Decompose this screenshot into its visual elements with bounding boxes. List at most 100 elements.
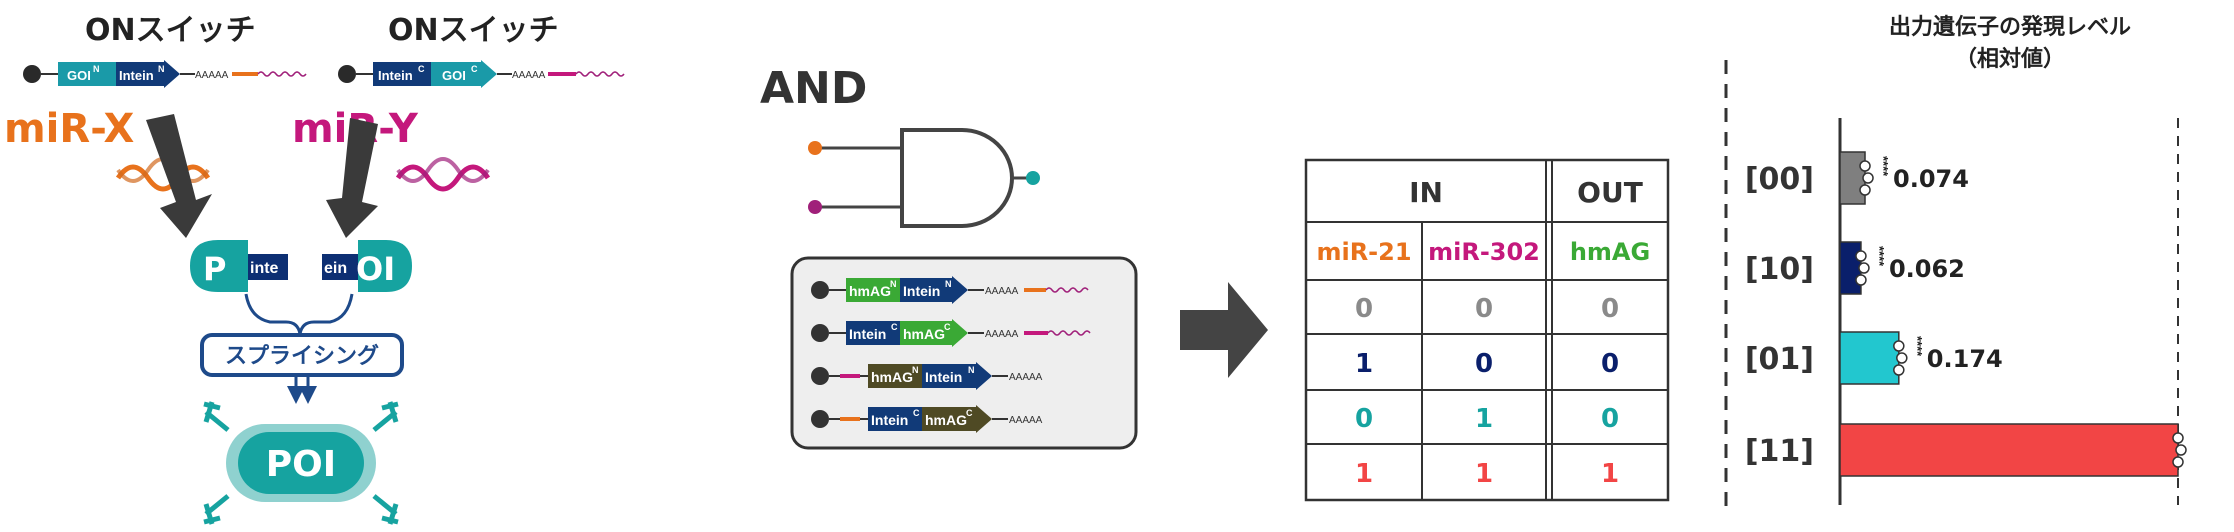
value-label: 0.074 bbox=[1893, 165, 1969, 193]
svg-text:Intein: Intein bbox=[925, 369, 962, 385]
construct-2: Intein C hmAG C AAAAA bbox=[811, 319, 1091, 347]
and-title: AND bbox=[760, 63, 867, 114]
table-row-4: 1 1 1 bbox=[1355, 459, 1619, 489]
svg-text:C: C bbox=[891, 322, 898, 332]
value-label: 0.174 bbox=[1927, 345, 2003, 373]
svg-text:N: N bbox=[968, 365, 975, 375]
significance-label: **** bbox=[1876, 156, 1891, 177]
down-arrow-right-icon bbox=[326, 118, 378, 238]
down-arrow-left-icon bbox=[146, 114, 212, 238]
chart-title-line-1: 出力遺伝子の発現レベル bbox=[1889, 15, 2131, 40]
table-row-2: 1 0 0 bbox=[1355, 349, 1619, 379]
constructs-box bbox=[790, 256, 1138, 450]
construct-3: hmAG N Intein N AAAAA bbox=[811, 362, 1043, 390]
expression-bar-chart: [00]****0.074[10]****0.062[01]****0.174[… bbox=[1745, 118, 2187, 505]
and-gate-symbol-icon bbox=[808, 128, 1040, 228]
svg-text:Intein: Intein bbox=[871, 412, 908, 428]
replicate-point bbox=[1893, 340, 1905, 352]
replicate-point bbox=[1896, 352, 1908, 364]
switch-1-polya: AAAAA bbox=[195, 70, 229, 81]
svg-text:1: 1 bbox=[1355, 459, 1373, 489]
svg-text:C: C bbox=[913, 408, 920, 418]
splicing-box bbox=[200, 333, 404, 377]
replicate-point bbox=[1855, 274, 1867, 286]
switch-2-part-b: GOI bbox=[442, 68, 466, 83]
replicate-point bbox=[2175, 444, 2187, 456]
svg-text:1: 1 bbox=[1601, 459, 1619, 489]
svg-text:AAAAA: AAAAA bbox=[985, 329, 1019, 340]
svg-text:C: C bbox=[944, 322, 951, 332]
svg-text:P: P bbox=[203, 250, 226, 288]
replicate-point bbox=[1855, 250, 1867, 262]
glow-rays-icon bbox=[203, 401, 399, 525]
svg-text:N: N bbox=[890, 279, 897, 289]
replicate-point bbox=[1893, 364, 1905, 376]
svg-text:hmAG: hmAG bbox=[903, 326, 945, 342]
svg-text:OI: OI bbox=[356, 250, 395, 288]
replicate-point bbox=[1859, 184, 1871, 196]
significance-label: **** bbox=[1910, 336, 1925, 357]
bar bbox=[1839, 151, 1866, 205]
construct-1: hmAG N Intein N AAAAA bbox=[811, 276, 1089, 304]
switch-1-part-a: GOI bbox=[67, 68, 91, 83]
svg-text:hmAG: hmAG bbox=[849, 283, 891, 299]
construct-4: Intein C hmAG C AAAAA bbox=[811, 405, 1043, 433]
replicate-point bbox=[1859, 160, 1871, 172]
truth-table bbox=[1304, 158, 1670, 502]
chart-title-line-2: （相対値） bbox=[1955, 47, 2065, 72]
svg-text:1: 1 bbox=[1475, 459, 1493, 489]
category-label: [00] bbox=[1745, 162, 1814, 197]
svg-text:0: 0 bbox=[1475, 294, 1493, 324]
switch-2-title: ONスイッチ bbox=[388, 13, 559, 48]
category-label: [11] bbox=[1745, 434, 1814, 469]
poi-product: POI bbox=[226, 424, 376, 502]
right-arrow-icon bbox=[1180, 282, 1268, 378]
out-header: OUT bbox=[1577, 176, 1643, 209]
split-protein-right: ein OI bbox=[322, 240, 412, 292]
svg-text:0: 0 bbox=[1355, 294, 1373, 324]
mirna-x-label: miR-X bbox=[4, 106, 135, 152]
category-label: [10] bbox=[1745, 252, 1814, 287]
table-row-3: 0 1 0 bbox=[1355, 404, 1619, 434]
svg-text:N: N bbox=[158, 64, 165, 74]
svg-text:Intein: Intein bbox=[849, 326, 886, 342]
svg-text:AAAAA: AAAAA bbox=[1009, 415, 1043, 426]
poi-label: POI bbox=[266, 444, 336, 485]
svg-text:C: C bbox=[471, 64, 478, 74]
svg-text:hmAG: hmAG bbox=[925, 412, 967, 428]
svg-text:hmAG: hmAG bbox=[871, 369, 913, 385]
svg-text:0: 0 bbox=[1601, 294, 1619, 324]
replicate-point bbox=[2172, 432, 2184, 444]
replicate-point bbox=[1858, 262, 1870, 274]
on-switch-2: ONスイッチ Intein C GOI C AAAAA bbox=[338, 13, 625, 88]
col-hmag: hmAG bbox=[1570, 238, 1650, 266]
svg-text:N: N bbox=[945, 279, 952, 289]
category-label: [01] bbox=[1745, 342, 1814, 377]
svg-text:N: N bbox=[93, 64, 100, 74]
col-mir302: miR-302 bbox=[1428, 238, 1540, 266]
svg-text:Intein: Intein bbox=[903, 283, 940, 299]
mirna-y-strand-icon bbox=[395, 157, 491, 192]
svg-text:1: 1 bbox=[1355, 349, 1373, 379]
value-label: 0.062 bbox=[1889, 255, 1965, 283]
svg-text:0: 0 bbox=[1475, 349, 1493, 379]
replicate-point bbox=[2172, 456, 2184, 468]
bar bbox=[1839, 241, 1862, 295]
svg-text:1: 1 bbox=[1475, 404, 1493, 434]
svg-text:inte: inte bbox=[250, 260, 279, 277]
svg-text:AAAAA: AAAAA bbox=[985, 286, 1019, 297]
svg-text:0: 0 bbox=[1355, 404, 1373, 434]
split-protein-left: P inte bbox=[190, 240, 288, 292]
svg-text:AAAAA: AAAAA bbox=[1009, 372, 1043, 383]
switch-1-title: ONスイッチ bbox=[85, 13, 256, 48]
svg-text:C: C bbox=[418, 64, 425, 74]
svg-text:0: 0 bbox=[1601, 404, 1619, 434]
bar bbox=[1839, 423, 2179, 477]
replicate-point bbox=[1862, 172, 1874, 184]
svg-text:C: C bbox=[966, 408, 973, 418]
on-switch-1: ONスイッチ GOI N Intein N AAAAA bbox=[23, 13, 307, 88]
svg-text:N: N bbox=[912, 365, 919, 375]
col-mir21: miR-21 bbox=[1316, 238, 1411, 266]
in-header: IN bbox=[1409, 176, 1443, 209]
